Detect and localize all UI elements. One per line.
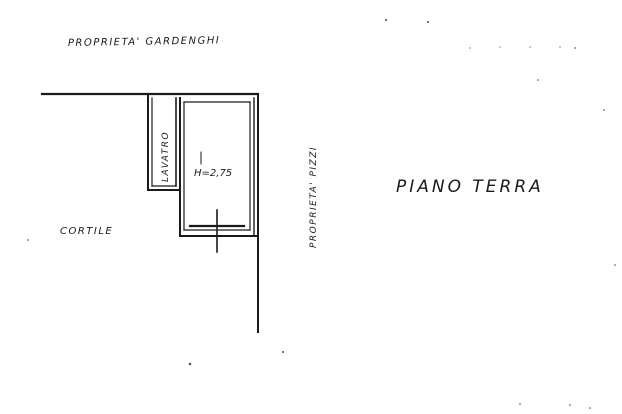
right-neighbor-label: PROPRIETA' PIZZI	[309, 146, 319, 248]
bathroom-label: LAVATRO	[161, 131, 171, 182]
scan-speckles	[27, 19, 616, 409]
top-neighbor-label: PROPRIETA' GARDENGHI	[68, 35, 220, 49]
courtyard-label: CORTILE	[60, 226, 113, 237]
room-height-label: H=2,75	[194, 168, 232, 179]
floor-label: PIANO TERRA	[396, 177, 544, 197]
